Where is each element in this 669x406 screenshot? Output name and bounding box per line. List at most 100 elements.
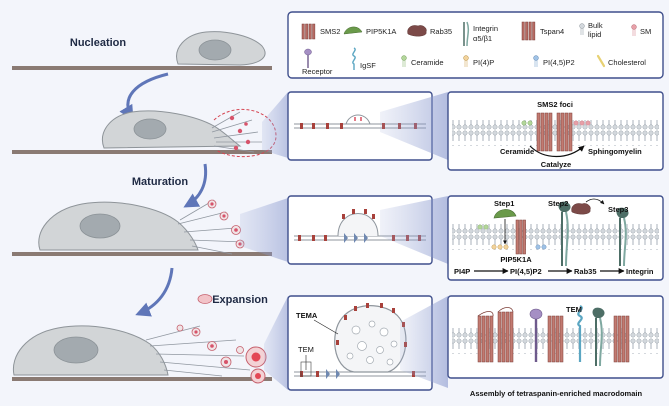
bulk-lipid-icon [579,23,585,29]
zoom-beam-2 [240,198,288,262]
migrasome-dots-2 [229,115,251,151]
migrasomes-4 [176,324,267,384]
zoom-beam-1 [262,92,288,158]
assembly-caption: Assembly of tetraspanin-enriched macrodo… [470,389,643,398]
pathway-integrin: Integrin [626,267,654,276]
tem-label-left: TEM [298,345,314,354]
receptor-protein [529,308,543,362]
tspan4-cluster-mid [547,315,564,363]
pi4p-icon [463,55,469,61]
arrow-early-to-maturation [183,163,208,208]
sms2-foci-label: SMS2 foci [537,100,573,109]
integrin-2 [619,217,627,267]
legend-receptor: Receptor [302,48,333,76]
legend-integrin: Integrin α5/β1 [463,21,498,47]
bilayer-1 [452,120,659,146]
tspan4-cluster-left [477,311,514,363]
legend-bulk-lipid: Bulk lipid [579,21,603,39]
legend-frame [287,11,664,79]
mid-panel-3: TEMA TEM [287,295,433,391]
legend-label-tspan4: Tspan4 [540,27,564,36]
legend-sm: SM [631,24,651,36]
legend-label-bulk-1: Bulk [588,21,603,30]
cell-2 [102,110,242,149]
retraction-fibers-2 [211,111,262,153]
legend-sms2: SMS2 [301,23,340,40]
sms2-foci [536,112,573,152]
igsf-icon [352,47,356,70]
legend-label-integrin-sub: α5/β1 [473,34,492,43]
pathway-rab35: Rab35 [574,267,597,276]
legend-rab35: Rab35 [407,25,452,37]
legend-label-igsf: IgSF [360,61,376,70]
legend-cholesterol: Cholesterol [596,54,646,68]
step1-label: Step1 [494,199,514,208]
stage-label-expansion: Expansion [212,294,268,306]
stage-label-maturation: Maturation [132,176,189,188]
rab35-protein [571,203,591,215]
legend-label-cholesterol: Cholesterol [608,58,646,67]
catalyze-arrow [529,145,585,157]
integrin-icon [463,21,470,47]
nucleus-4 [53,336,99,364]
nucleus-3 [79,213,121,239]
legend-label-ceramide: Ceramide [411,58,444,67]
pathway-pi45p2: PI(4,5)P2 [510,267,542,276]
rab35-icon [407,25,427,37]
substrate-4 [12,377,272,381]
legend-igsf: IgSF [352,47,376,70]
pip5k1a-enzyme [493,209,517,219]
legend-label-integrin: Integrin [473,24,498,33]
stage-nucleation-top: Nucleation [12,31,272,70]
ceramide-icon [401,55,407,61]
stage-label-nucleation: Nucleation [70,37,127,49]
zoom-ellipse-1 [213,109,277,158]
legend-tspan4: Tspan4 [521,21,564,41]
legend-pi45p2: PI(4,5)P2 [533,55,575,67]
legend-label-pi45p2: PI(4,5)P2 [543,58,575,67]
substrate-2 [12,150,272,154]
bilayer-2 [452,224,659,250]
legend-label-receptor: Receptor [302,67,333,76]
sphingomyelin-label: Sphingomyelin [588,147,642,156]
substrate-1 [12,66,272,70]
stage-expansion [12,324,272,384]
legend-pip5k1a: PIP5K1A [343,26,396,36]
legend-label-pi4p: PI(4)P [473,58,494,67]
nucleus-1 [198,39,232,61]
legend-label-bulk-2: lipid [588,30,601,39]
tem-label-right: TEM [566,305,582,314]
intraluminal-vesicles [346,320,398,366]
nucleus-2 [133,118,167,140]
legend-label-pip5k1a: PIP5K1A [366,27,396,36]
substrate-3 [12,252,272,256]
detail-panel-tem: TEM [447,295,664,379]
retraction-fibers-3 [177,199,245,255]
legend: SMS2 PIP5K1A Rab35 Integrin α5/β1 Tspan4 [287,11,664,79]
catalyze-label: Catalyze [541,160,571,169]
legend-label-sms2: SMS2 [320,27,340,36]
arrow-maturation-to-expansion [135,267,174,317]
pi45p2-icon [533,55,539,61]
legend-pi4p: PI(4)P [463,55,494,67]
expansion-icon [197,294,213,304]
retraction-fibers-4 [145,325,251,377]
igsf-protein [577,305,583,362]
zoom-beam-6 [400,296,448,388]
legend-ceramide: Ceramide [401,55,444,67]
cholesterol-icon [596,54,606,68]
detail-panel-steps: Step1 Step2 Step3 PIP5K1A PI4P PI(4,5)P2… [447,195,664,281]
tema-label: TEMA [296,311,318,320]
detail-panel-sms2: SMS2 foci Ceramide Sphingomyelin Catalyz… [447,91,664,171]
zoom-beam-4 [380,92,448,160]
ceramide-label: Ceramide [500,147,534,156]
integrin-1 [561,211,569,267]
pathway-pi4p: PI4P [454,267,470,276]
stage-maturation [12,199,272,256]
step3-label: Step3 [608,205,628,214]
zoom-beam-3 [264,296,288,390]
tspan4-cluster-right [613,315,630,363]
pathway-enzyme-label: PIP5K1A [500,255,532,264]
legend-label-rab35: Rab35 [430,27,452,36]
